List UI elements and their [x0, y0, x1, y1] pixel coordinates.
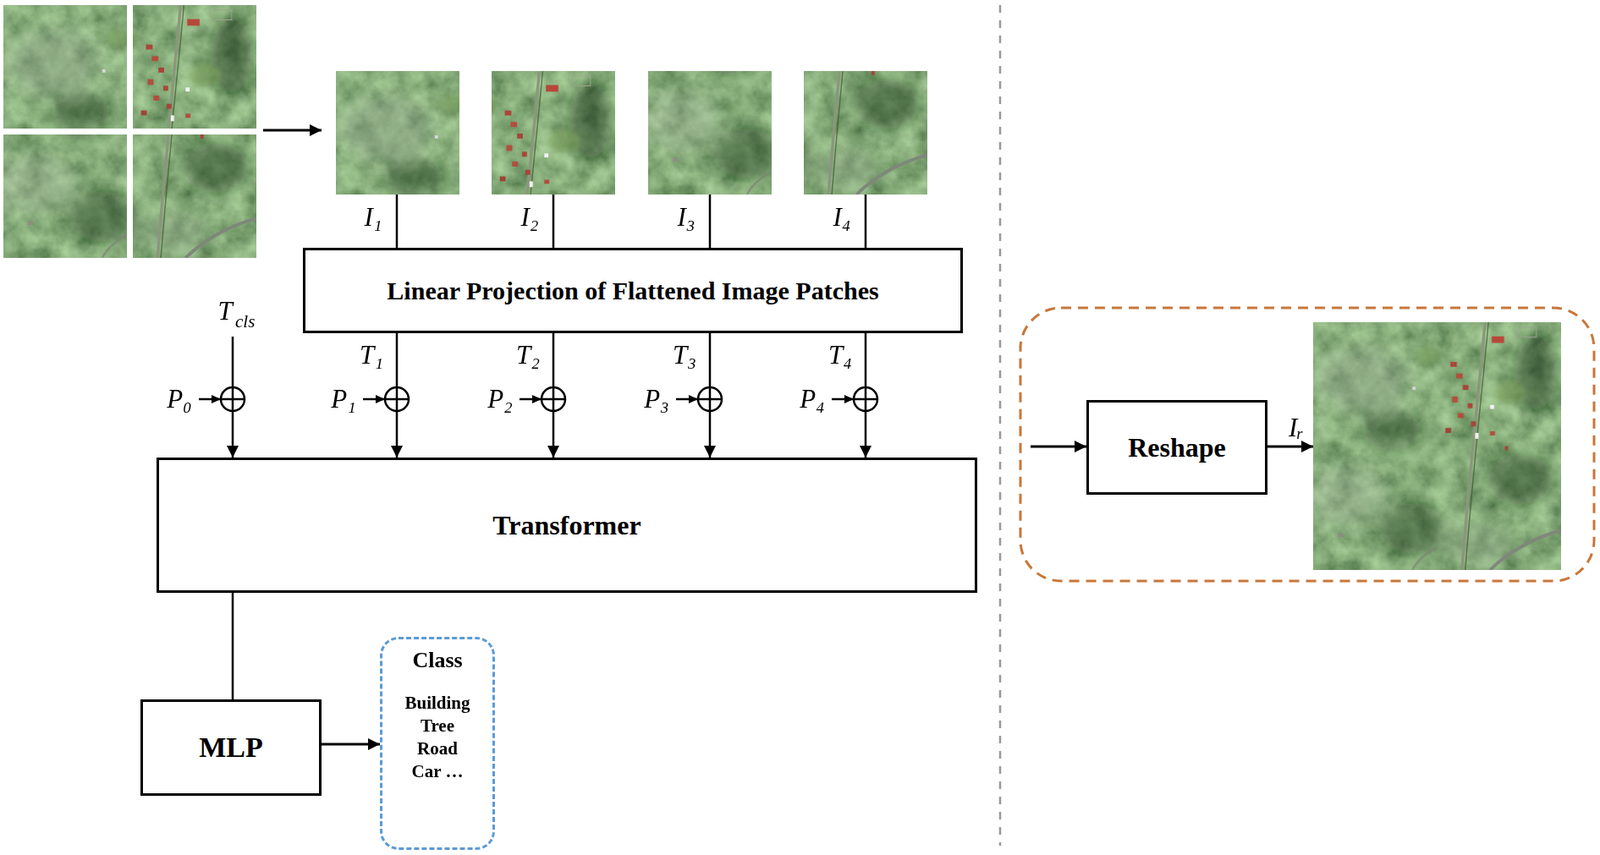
adder-symbols — [220, 387, 878, 412]
position-arrows-part — [519, 398, 542, 402]
adder-symbols-part — [384, 387, 409, 412]
input-image-tiles — [0, 5, 257, 259]
math-label: P₁ — [330, 384, 357, 414]
math-label: P₃ — [643, 384, 670, 414]
reconstructed-image — [1308, 322, 1562, 571]
adder-symbols-part — [541, 387, 566, 412]
node-title: Transformer — [492, 510, 641, 542]
input-image-tiles-part-part — [5, 10, 257, 259]
math-label: T — [217, 296, 232, 326]
mlp-box: MLP — [140, 699, 322, 797]
node-title: Reshape — [1127, 432, 1227, 464]
reconstructed-image-part — [1308, 322, 1562, 571]
adder-symbols-part — [384, 387, 409, 412]
split-arrow — [263, 129, 322, 132]
position-arrows-part — [831, 398, 854, 402]
patch-wires-part — [709, 194, 712, 248]
math-label: T₄ — [828, 340, 853, 370]
math-label: I₃ — [676, 203, 695, 232]
adder-symbols-part — [220, 387, 245, 412]
node-title: Linear Projection of Flattened Image Pat… — [386, 276, 879, 306]
reshape-box: Reshape — [1086, 400, 1268, 495]
connector — [321, 743, 380, 747]
adder-symbols-part — [541, 387, 566, 412]
math-label: P₀ — [166, 384, 193, 414]
adder-symbols-part — [220, 387, 245, 412]
math-label: Iᵣ — [1288, 413, 1304, 443]
position-arrows-part — [362, 398, 385, 402]
input-image-tiles-part — [5, 10, 257, 259]
reshape-output-arrow — [1267, 445, 1314, 449]
node-title: MLP — [198, 731, 264, 765]
projection-box: Linear Projection of Flattened Image Pat… — [302, 247, 963, 334]
math-label: P₄ — [799, 384, 825, 414]
adder-symbols-part — [698, 387, 722, 412]
math-label: I₁ — [363, 203, 382, 232]
node-body: Building Tree Road Car … — [404, 692, 470, 784]
math-label: P₂ — [487, 384, 513, 414]
math-label: T₂ — [516, 340, 540, 370]
adder-symbols-part — [853, 387, 878, 412]
patch-wires-part — [552, 194, 556, 248]
math-label: I₂ — [520, 203, 539, 232]
position-arrows-part — [676, 398, 699, 402]
math-label: T₁ — [359, 340, 384, 370]
position-arrows-part — [198, 398, 221, 402]
adder-symbols-part — [853, 387, 878, 412]
separator-line — [999, 5, 1002, 847]
node-title: Class — [412, 648, 462, 674]
adder-symbols-part — [698, 387, 722, 412]
image-patches-part-part — [676, 0, 928, 195]
patch-wires-part — [395, 194, 399, 248]
transformer-box: Transformer — [156, 457, 978, 594]
reshape-input-arrow — [1030, 445, 1087, 449]
image-patches-part — [676, 0, 928, 195]
patch-wires-part — [864, 194, 868, 248]
math-label: cls — [235, 312, 255, 332]
reconstruction-panel — [1020, 307, 1595, 582]
math-label: I₄ — [832, 203, 851, 232]
class-list-box: ClassBuilding Tree Road Car … — [379, 637, 495, 851]
position-arrows — [198, 398, 854, 402]
connector — [231, 593, 235, 700]
math-label: T₃ — [672, 340, 697, 370]
